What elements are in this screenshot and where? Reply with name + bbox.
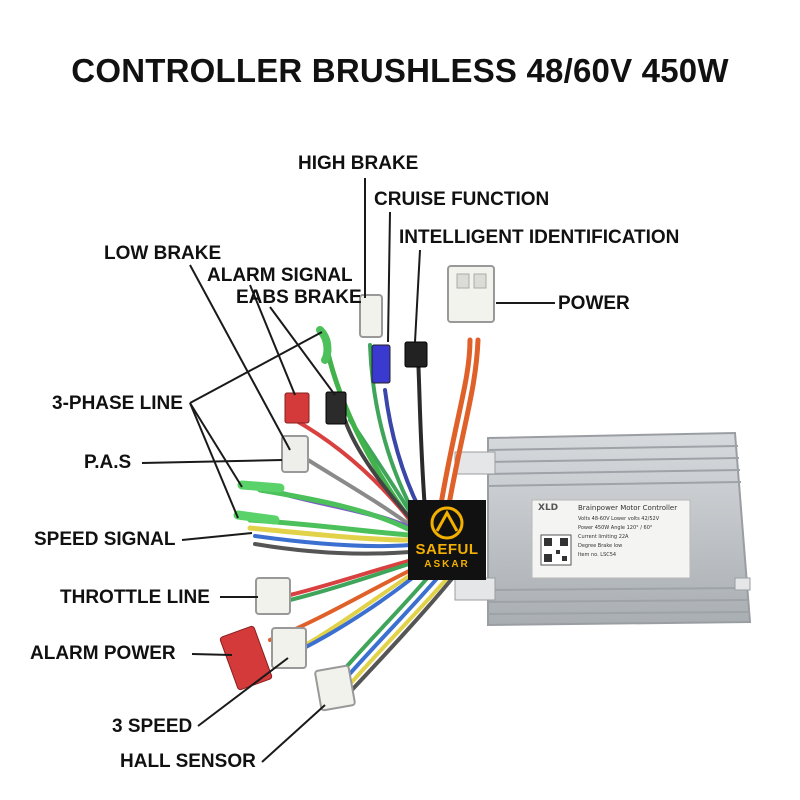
label-eabs-brake: EABS BRAKE <box>236 287 362 308</box>
device-label-line2: Power 450W Angle 120° / 60° <box>578 525 653 531</box>
label-low-brake: LOW BRAKE <box>104 243 222 264</box>
connectors <box>219 265 495 712</box>
watermark-name: SAEFUL <box>415 541 479 558</box>
device-label-line5: Item no. LSC54 <box>578 552 617 558</box>
label-pas: P.A.S <box>84 452 132 473</box>
page-title: CONTROLLER BRUSHLESS 48/60V 450W <box>71 52 729 89</box>
label-throttle-line: THROTTLE LINE <box>60 587 210 608</box>
label-3-phase-line: 3-PHASE LINE <box>52 393 183 414</box>
watermark-logo <box>408 500 486 580</box>
label-intelligent-identification: INTELLIGENT IDENTIFICATION <box>399 227 680 248</box>
leader-lines <box>141 178 555 763</box>
label-3-speed: 3 SPEED <box>112 716 193 737</box>
device-label-heading: Brainpower Motor Controller <box>578 504 678 512</box>
device-label <box>531 499 691 579</box>
device-label-brand: XLD <box>538 503 559 513</box>
label-speed-signal: SPEED SIGNAL <box>34 529 176 550</box>
label-high-brake: HIGH BRAKE <box>298 153 419 174</box>
label-cruise-function: CRUISE FUNCTION <box>374 189 550 210</box>
device-label-line4: Degree Brake low <box>578 543 623 549</box>
wire-bundle <box>247 337 481 694</box>
label-hall-sensor: HALL SENSOR <box>120 751 256 772</box>
label-alarm-signal: ALARM SIGNAL <box>207 265 353 286</box>
device-label-line1: Volts 48-60V Lower volts 42/52V <box>578 516 660 522</box>
device-label-line3: Current limiting 22A <box>578 534 629 540</box>
label-power: POWER <box>558 293 630 314</box>
label-alarm-power: ALARM POWER <box>30 643 176 664</box>
watermark-subname: ASKAR <box>424 559 470 570</box>
